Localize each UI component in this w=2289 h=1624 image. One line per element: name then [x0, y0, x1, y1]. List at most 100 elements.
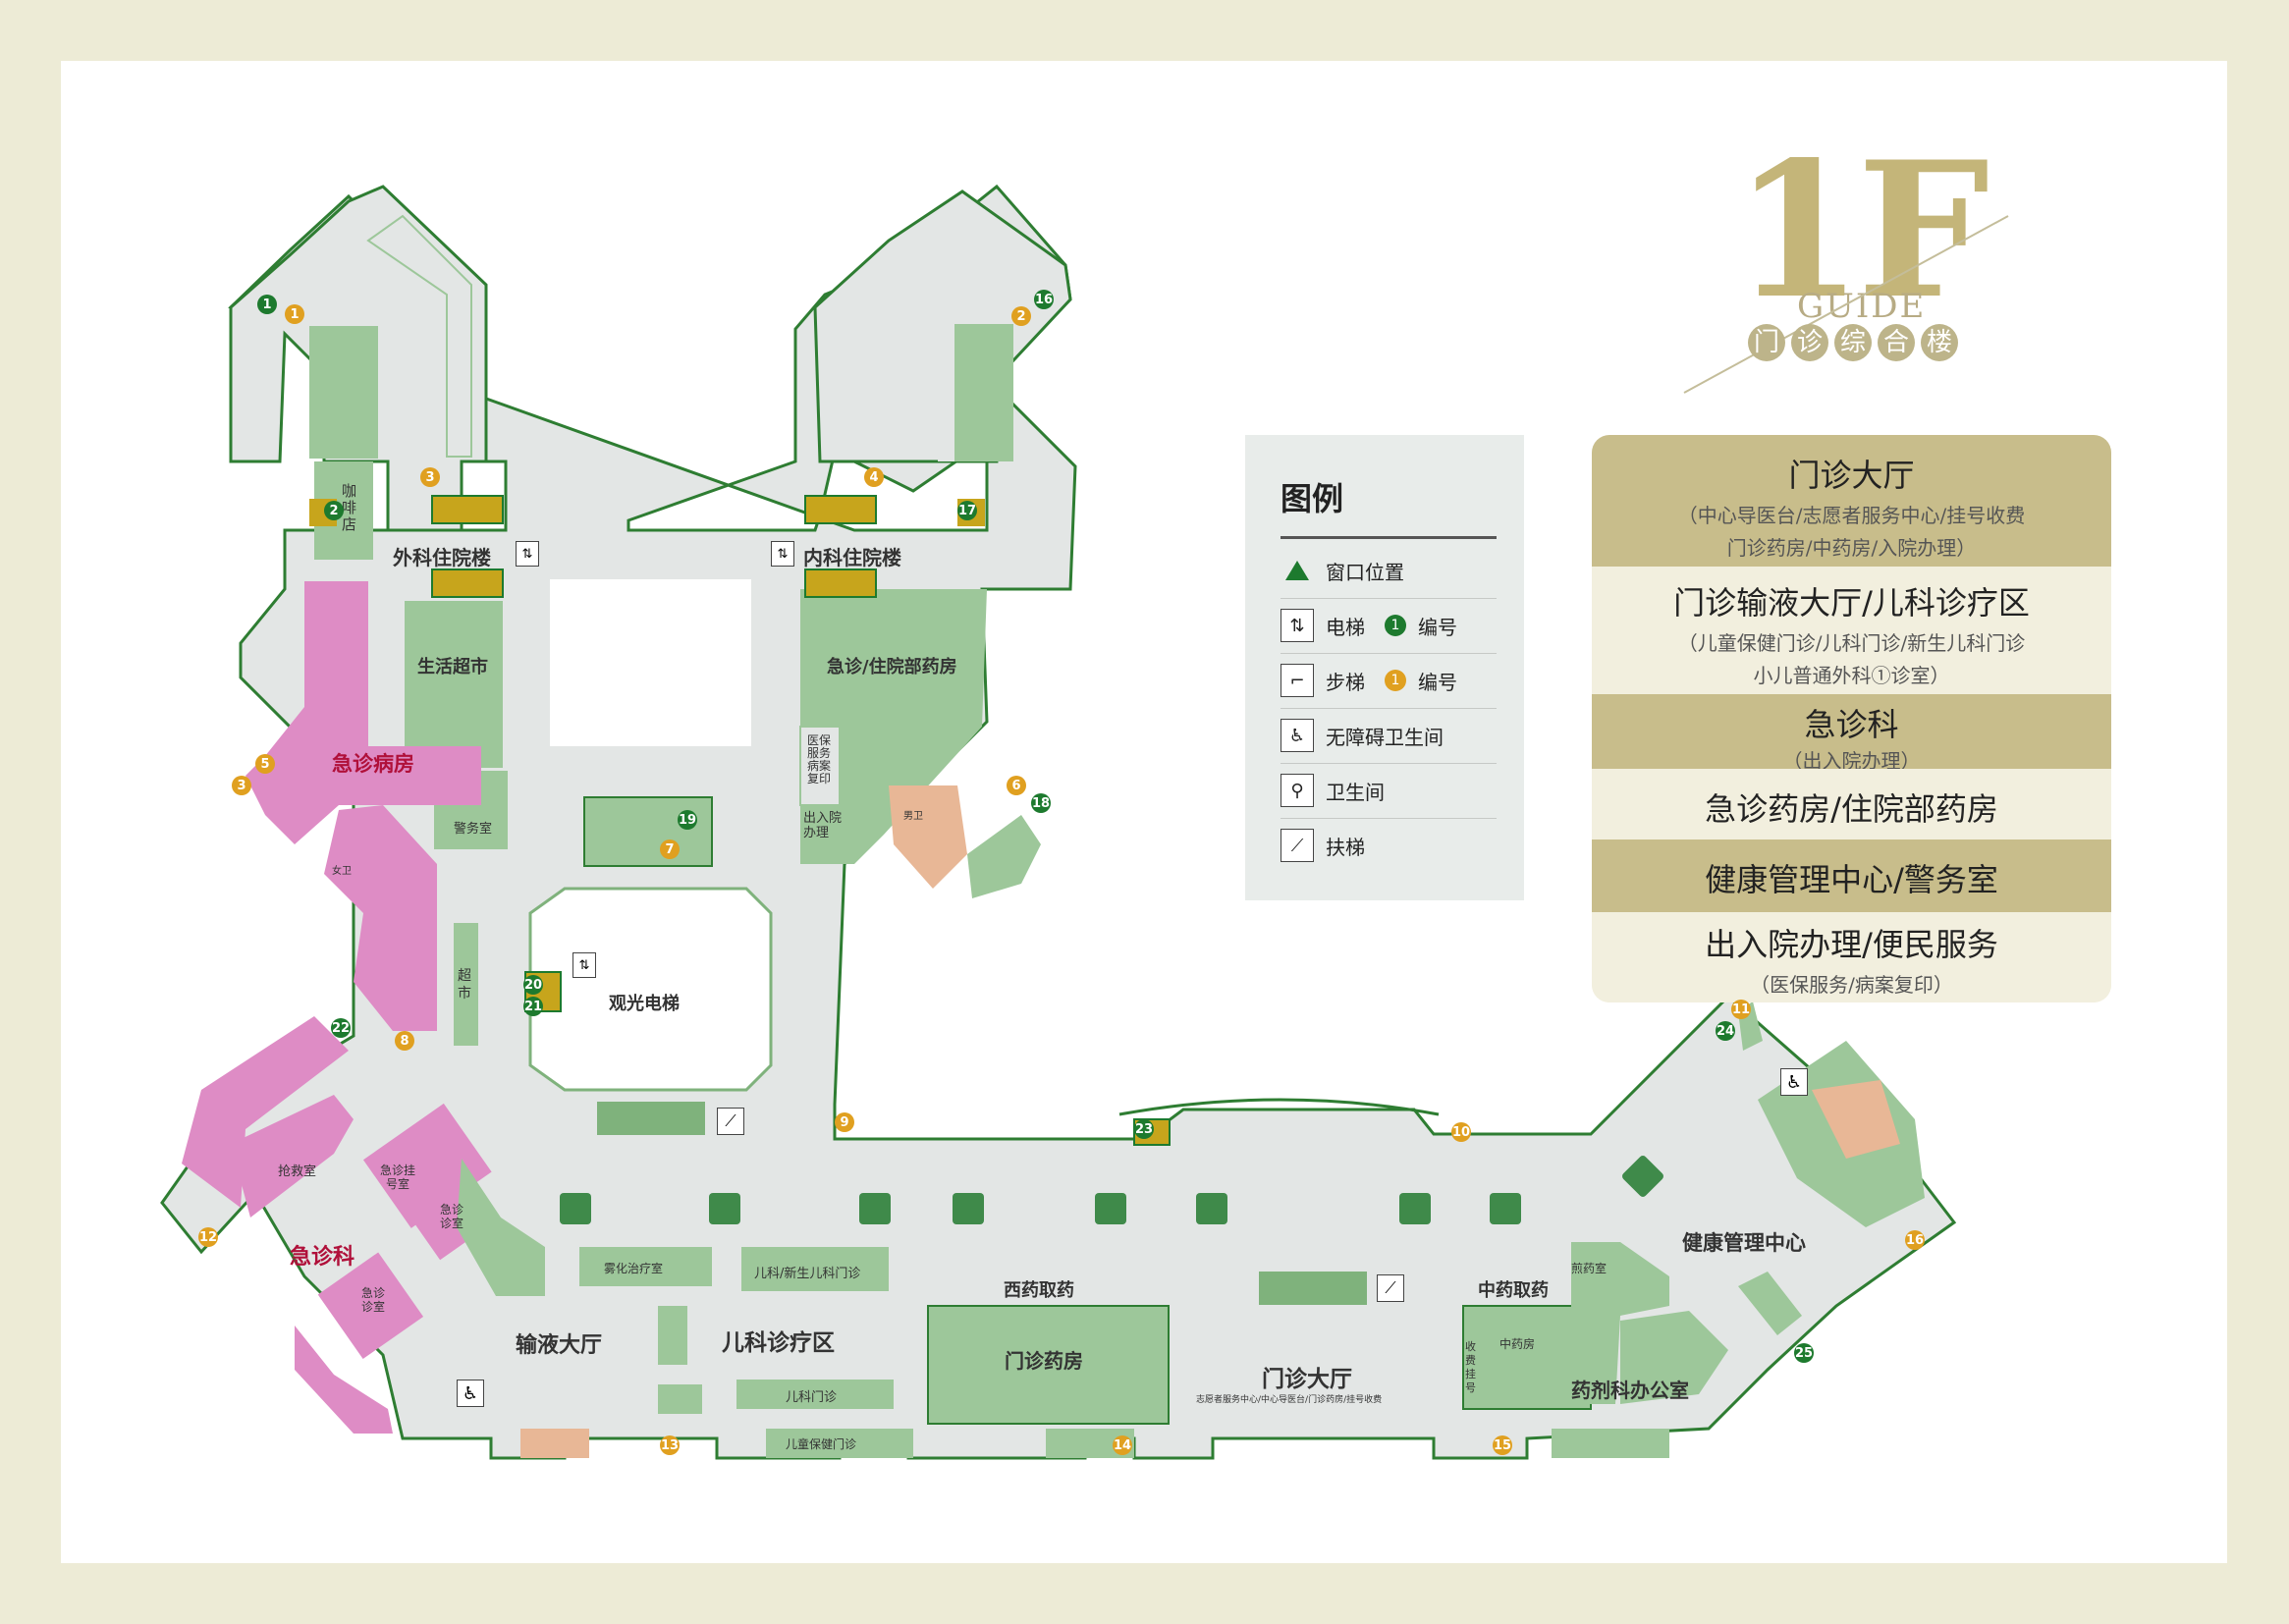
room-tcm-pharmacy — [1462, 1305, 1592, 1410]
label-outpatient-hall: 门诊大厅 — [1262, 1367, 1352, 1392]
room-emergency-consult2 — [317, 1252, 424, 1359]
building-name: 门 诊 综 合 楼 — [1748, 324, 1958, 361]
label-decoction: 煎药室 — [1571, 1262, 1608, 1275]
room-pharmacy-office — [1620, 1311, 1728, 1404]
accessible-icon: ♿ — [1780, 1068, 1808, 1096]
label-child-care: 儿童保健门诊 — [786, 1437, 857, 1451]
stair-number-badge: 15 — [1493, 1435, 1512, 1455]
legend-divider — [1281, 536, 1497, 539]
stair-number-badge: 12 — [198, 1227, 218, 1247]
room-emergency-reg — [362, 1103, 492, 1228]
label-insurance: 医保服务病案复印 — [807, 733, 832, 785]
directory-sub: （医保服务/病案复印） — [1750, 973, 1953, 997]
room-rescue2 — [231, 1095, 354, 1218]
stair-number-badge: 4 — [864, 467, 884, 487]
label-billing: 收费挂号 — [1465, 1340, 1476, 1394]
elevator-number-badge: 22 — [331, 1018, 351, 1038]
legend-item-stairs: ⌐ 步梯 1 编号 — [1281, 653, 1497, 709]
room-green-inner — [457, 1159, 545, 1296]
room-left-strip — [366, 214, 472, 458]
stair-number-badge: 3 — [420, 467, 440, 487]
escalator-icon: ⟋ — [1281, 829, 1314, 862]
room-peds-clinic — [736, 1380, 894, 1409]
room-health-restroom — [1812, 1080, 1900, 1159]
room-child-care — [766, 1429, 913, 1458]
elevator-bank — [431, 495, 504, 524]
room-center-block — [583, 796, 713, 867]
stairs-icon: ⌐ — [1281, 664, 1314, 697]
elevator-number-badge: 21 — [523, 997, 543, 1016]
legend-item-elevator: ⇅ 电梯 1 编号 — [1281, 598, 1497, 654]
directory-entry: 急诊药房/住院部药房 — [1592, 769, 2111, 839]
directory-sub: 门诊药房/中药房/入院办理） — [1726, 536, 1977, 560]
legend-item-restroom: ⚲ 卫生间 — [1281, 763, 1497, 819]
hall-arc — [1118, 1098, 1440, 1116]
header-slash-decoration — [1683, 215, 2009, 394]
room-nebulizer — [579, 1247, 712, 1286]
legend-badge-label: 编号 — [1418, 670, 1457, 694]
elevator-number-badge: 18 — [1031, 793, 1051, 813]
legend-item-window: 窗口位置 — [1281, 543, 1497, 599]
building-char: 门 — [1748, 324, 1785, 361]
floor-directory: 门诊大厅 （中心导医台/志愿者服务中心/挂号收费 门诊药房/中药房/入院办理） … — [1592, 435, 2111, 1002]
elevator-icon: ⇅ — [516, 541, 539, 567]
accessible-icon: ♿ — [1281, 719, 1314, 752]
stair-number-badge: 11 — [1731, 1000, 1751, 1019]
pillar — [1399, 1193, 1431, 1224]
directory-entry: 出入院办理/便民服务 （医保服务/病案复印） — [1592, 912, 2111, 1002]
left-wing — [229, 185, 508, 1046]
sightseeing-elevator-area — [528, 887, 773, 1092]
label-sightseeing-elevator: 观光电梯 — [609, 994, 680, 1014]
directory-title: 急诊科 — [1804, 706, 1899, 743]
stair-number-badge: 7 — [660, 839, 680, 859]
directory-title: 出入院办理/便民服务 — [1705, 926, 1998, 963]
legend-label: 步梯 — [1326, 670, 1365, 694]
elevator-bank — [431, 568, 504, 598]
elevator-number-badge: 25 — [1794, 1343, 1814, 1363]
label-west-pharmacy-pickup: 西药取药 — [1004, 1280, 1074, 1301]
stair-number-badge: 14 — [1113, 1435, 1132, 1455]
building-char: 诊 — [1791, 324, 1828, 361]
elevator-number-badge: 19 — [678, 810, 697, 830]
room-insurance — [799, 726, 841, 806]
right-wing — [799, 189, 1072, 898]
room-right-green — [954, 324, 1013, 461]
directory-entry: 门诊输液大厅/儿科诊疗区 （儿童保健门诊/儿科门诊/新生儿科门诊 小儿普通外科①… — [1592, 567, 2111, 694]
pillar — [1622, 1156, 1663, 1197]
escalator — [597, 1102, 705, 1135]
stair-number-badge: 3 — [232, 776, 251, 795]
pillar — [859, 1193, 891, 1224]
pillar — [953, 1193, 984, 1224]
room-health-lower — [1738, 1272, 1802, 1335]
floor-title: 1F — [1733, 121, 1989, 340]
elevator-number-badge: 20 — [523, 975, 543, 995]
label-health-center: 健康管理中心 — [1682, 1231, 1806, 1255]
escalator — [1259, 1272, 1367, 1305]
label-tcm-pickup: 中药取药 — [1478, 1280, 1549, 1301]
legend-item-escalator: ⟋ 扶梯 — [1281, 818, 1497, 873]
central-area — [528, 579, 773, 1092]
room-right-lower — [967, 815, 1041, 898]
elevator-icon: ⇅ — [1281, 609, 1314, 642]
legend-title: 图例 — [1281, 480, 1344, 517]
label-infusion-hall: 输液大厅 — [516, 1333, 603, 1358]
directory-sub: （中心导医台/志愿者服务中心/挂号收费 — [1677, 504, 2026, 527]
elevator-bank — [804, 495, 877, 524]
label-emergency-ward: 急诊病房 — [332, 752, 414, 776]
label-admission: 出入院办理 — [803, 811, 843, 840]
room-decoction — [1571, 1242, 1669, 1404]
directory-entry: 健康管理中心/警务室 — [1592, 839, 2111, 912]
room-outpatient-pharmacy — [927, 1305, 1170, 1425]
stair-number-badge: 2 — [1011, 306, 1031, 326]
emergency-dept-area — [182, 1016, 913, 1458]
legend-badge: 1 — [1385, 670, 1406, 691]
legend-panel: 图例 窗口位置 ⇅ 电梯 1 编号 ⌐ 步梯 1 编号 ♿ 无障碍卫生间 ⚲ 卫… — [1245, 435, 1524, 900]
elevator-icon: ⇅ — [572, 952, 596, 978]
directory-sub: （儿童保健门诊/儿科门诊/新生儿科门诊 — [1677, 631, 2026, 655]
room-right-restroom — [889, 785, 967, 889]
legend-label: 卫生间 — [1326, 780, 1385, 804]
elevator-number-badge: 17 — [957, 501, 977, 520]
room-infusion-col2 — [658, 1384, 702, 1414]
elevator-number-badge: 16 — [1034, 290, 1054, 309]
label-nebulizer: 雾化治疗室 — [604, 1262, 664, 1275]
